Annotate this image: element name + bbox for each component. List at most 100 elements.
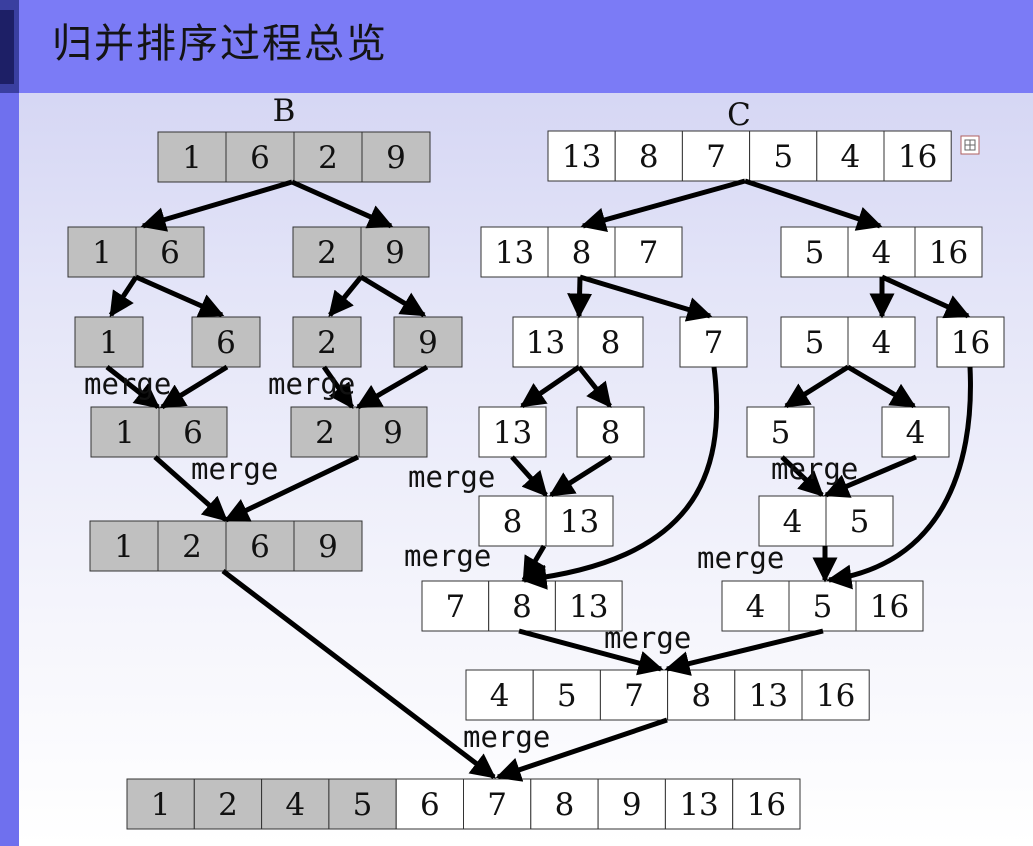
array-b2b: 6 [191,316,261,368]
cell-value: 13 [679,787,718,823]
cell-value: 5 [805,325,825,361]
cell-value: 4 [746,589,766,625]
array-cell [74,316,144,368]
array-cell [328,778,397,830]
cell-value: 13 [749,678,788,714]
flow-arrow [577,365,612,408]
cell-value: 13 [562,139,601,175]
flow-arrow [140,179,293,232]
array-cell [293,520,363,572]
array-cell [465,669,534,721]
array-c3b: 8 [576,406,645,458]
cell-value: 1 [151,787,171,823]
cell-value: 7 [445,589,465,625]
cell-value: 8 [572,235,592,271]
array-cell [126,778,195,830]
cell-value: 1 [99,325,119,361]
array-cell [90,406,160,458]
cell-value: 5 [771,415,791,451]
cell-value: 7 [704,325,724,361]
cell-value: 9 [318,529,338,565]
cell-value: 7 [706,139,726,175]
array-cell [816,130,885,182]
slide-tab-inner [0,10,14,84]
cell-value: 4 [783,504,803,540]
cell-value: 9 [385,235,405,271]
array-cell [825,495,894,547]
cell-value: 5 [813,589,833,625]
cell-value: 4 [841,139,861,175]
array-cell [532,669,601,721]
cell-value: 2 [317,325,337,361]
flow-arrow-curved [521,366,720,590]
flow-arrow [108,275,139,318]
merge-label: merge [191,452,278,486]
array-cell [225,520,295,572]
cell-value: 1 [92,235,112,271]
flow-arrow [823,454,917,498]
array-cell [780,316,849,368]
cell-value: 16 [747,787,786,823]
cell-value: 6 [183,415,203,451]
array-cell [554,580,623,632]
array-cell [67,226,137,278]
array-c2b: 7 [679,316,748,368]
merge-label: merge [604,621,691,655]
array-c2d: 16 [936,316,1005,368]
array-b2d: 9 [393,316,463,368]
cell-value: 9 [383,415,403,451]
array-cell [478,495,547,547]
cell-value: 2 [315,415,335,451]
array-cell [480,226,549,278]
cell-value: 1 [115,415,135,451]
array-cell [292,226,362,278]
array-cell [914,226,983,278]
array-cell [135,226,205,278]
cell-value: 8 [601,415,621,451]
cell-value: 13 [495,235,534,271]
array-cell [614,226,683,278]
cell-value: 9 [622,787,642,823]
cell-value: 6 [216,325,236,361]
array-cell [780,226,849,278]
flow-arrow [359,274,427,318]
array-cell [681,130,751,182]
merge-label: merge [408,460,495,494]
array-cell [89,520,159,572]
cell-value: 5 [353,787,373,823]
cell-value: 16 [951,325,990,361]
flow-arrow [521,544,547,583]
array-cell [191,316,261,368]
array-cell [614,130,683,182]
label-c: C [727,97,751,133]
flow-arrow-curved [826,366,973,590]
flow-arrow [567,276,593,319]
array-b2a: 1 [74,316,144,368]
flow-arrow [105,365,160,409]
slide-thumbnail-icon[interactable] [960,135,980,155]
flow-arrow [159,364,229,410]
flow-arrow [221,569,496,779]
array-cell [360,226,430,278]
array-cell [667,669,736,721]
merge-label: merge [404,539,491,573]
merge-label: merge [84,367,171,401]
array-c3c: 5 [746,406,815,458]
flow-arrow [579,274,713,322]
array-cell [261,778,330,830]
cell-value: 8 [512,589,532,625]
cell-value: 8 [691,678,711,714]
array-cell [664,778,734,830]
array-c3d: 4 [881,406,950,458]
cell-value: 6 [250,140,270,176]
array-cell [883,130,952,182]
